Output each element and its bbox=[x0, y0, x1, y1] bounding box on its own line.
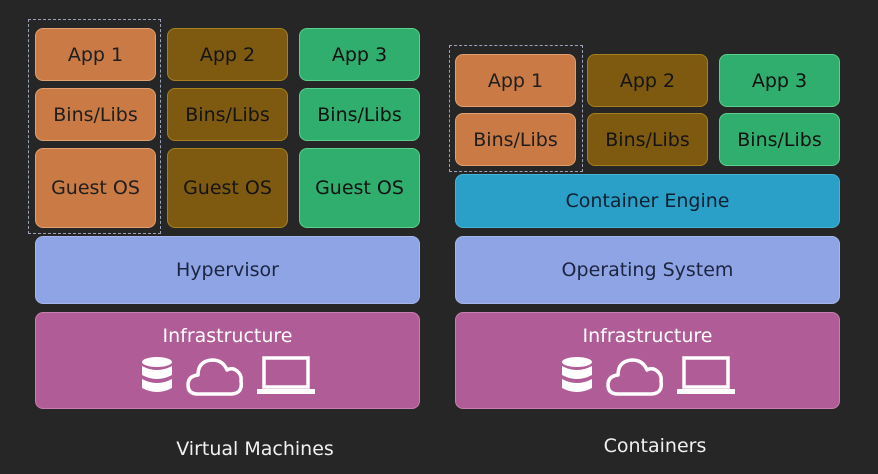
vm-infrastructure-label: Infrastructure bbox=[162, 325, 293, 347]
vm-app-3: App 3 bbox=[299, 28, 420, 81]
laptop-icon bbox=[256, 356, 315, 394]
vm-app-2: App 2 bbox=[167, 28, 288, 81]
vm-infrastructure-layer: Infrastructure bbox=[35, 312, 420, 409]
vm-app-1: App 1 bbox=[35, 28, 156, 81]
vm-bins-libs-2: Bins/Libs bbox=[167, 88, 288, 141]
laptop-icon bbox=[676, 356, 735, 394]
vm-guest-os-3: Guest OS bbox=[299, 148, 420, 228]
container-bins-libs-3: Bins/Libs bbox=[719, 113, 840, 166]
container-infrastructure-label: Infrastructure bbox=[582, 325, 713, 347]
container-app1-highlight-frame bbox=[449, 45, 583, 172]
vm-caption: Virtual Machines bbox=[176, 438, 334, 460]
container-os-layer: Operating System bbox=[455, 236, 840, 304]
container-app-2: App 2 bbox=[587, 54, 708, 107]
database-icon bbox=[141, 357, 172, 392]
container-bins-libs-2: Bins/Libs bbox=[587, 113, 708, 166]
containers-caption: Containers bbox=[603, 435, 707, 457]
vm-bins-libs-3: Bins/Libs bbox=[299, 88, 420, 141]
container-bins-libs-1: Bins/Libs bbox=[455, 113, 576, 166]
container-app-1: App 1 bbox=[455, 54, 576, 107]
container-infrastructure-layer: Infrastructure bbox=[455, 312, 840, 409]
vm-guest-os-2: Guest OS bbox=[167, 148, 288, 228]
cloud-icon bbox=[605, 358, 663, 396]
vm-guest-os-1: Guest OS bbox=[35, 148, 156, 228]
vm-app1-highlight-frame bbox=[28, 19, 161, 234]
vm-hypervisor-layer: Hypervisor bbox=[35, 236, 420, 304]
container-engine-layer: Container Engine bbox=[455, 174, 840, 228]
cloud-icon bbox=[185, 358, 243, 396]
database-icon bbox=[561, 357, 592, 392]
vm-bins-libs-1: Bins/Libs bbox=[35, 88, 156, 141]
container-app-3: App 3 bbox=[719, 54, 840, 107]
